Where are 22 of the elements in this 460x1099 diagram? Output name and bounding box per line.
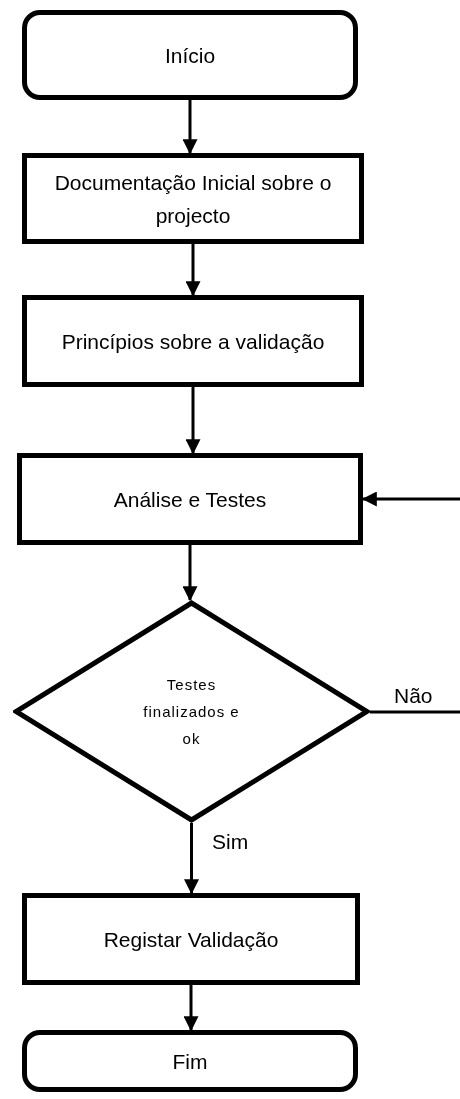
- box-text: Princípios sobre a validação: [61, 328, 325, 355]
- box-text: Análise e Testes: [113, 486, 267, 513]
- arrow: [361, 491, 460, 507]
- box-text: Documentação Inicial sobre o projecto: [53, 169, 333, 229]
- terminal-box: [22, 10, 358, 100]
- process-box: [22, 893, 360, 985]
- arrow: [182, 545, 198, 602]
- box-text: Fim: [172, 1048, 208, 1075]
- arrow: [182, 100, 198, 155]
- arrow: [185, 387, 201, 455]
- process-box: [22, 295, 364, 387]
- arrow: [183, 985, 199, 1032]
- box-text: Início: [164, 42, 216, 69]
- process-box: [22, 153, 364, 244]
- box-text: Registar Validação: [103, 926, 279, 953]
- decision-text: Testes finalizados e ok: [142, 675, 241, 749]
- connector-line: [370, 710, 460, 714]
- process-box: [17, 453, 363, 545]
- terminal-box: [22, 1030, 358, 1092]
- arrow: [185, 244, 201, 297]
- decision-diamond: [13, 600, 370, 823]
- arrow: [184, 823, 199, 895]
